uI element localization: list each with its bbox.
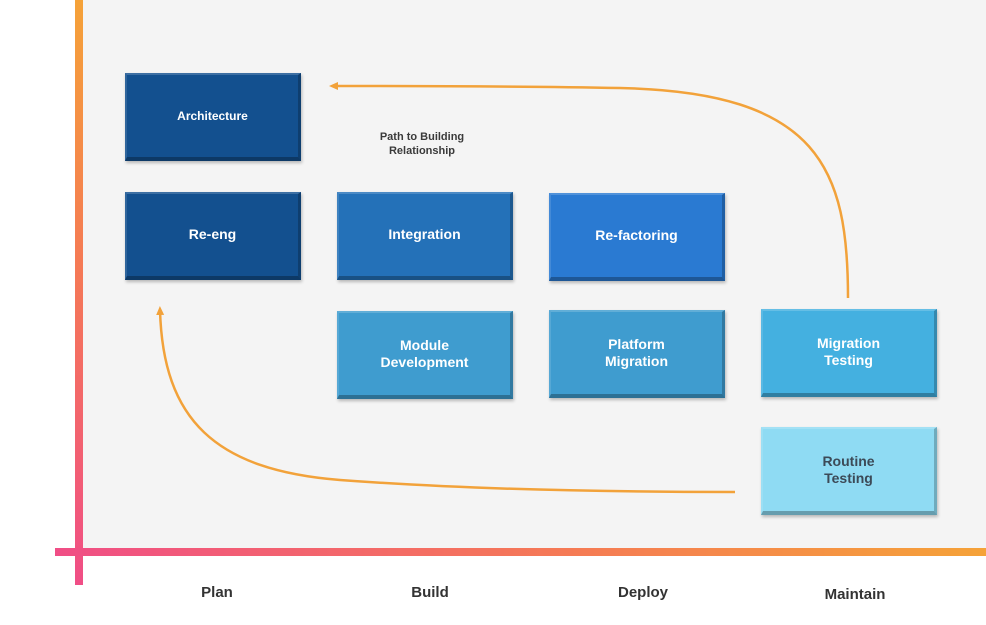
platform-migration-box: Platform Migration	[549, 310, 725, 398]
module-development-label: Module Development	[380, 336, 469, 371]
re-factoring-label: Re-factoring	[595, 227, 678, 244]
arrow-to-architecture	[329, 82, 850, 299]
phase-plan: Plan	[201, 584, 233, 601]
platform-migration-label: Platform Migration	[605, 335, 668, 370]
re-eng-box: Re-eng	[125, 192, 301, 280]
phase-deploy: Deploy	[617, 584, 668, 601]
re-eng-label: Re-eng	[188, 226, 237, 243]
architecture-box: Architecture	[125, 73, 301, 161]
arrow-to-re-eng	[156, 306, 736, 494]
re-factoring-box: Re-factoring	[549, 193, 725, 281]
migration-testing-label: Migration Testing	[817, 334, 880, 369]
horizontal-axis	[55, 548, 986, 556]
module-development-box: Module Development	[337, 311, 513, 399]
path-to-building-relationship-label: Path to Building Relationship	[379, 131, 465, 158]
vertical-axis	[75, 0, 83, 585]
architecture-label: Architecture	[177, 108, 248, 123]
migration-testing-box: Migration Testing	[761, 309, 937, 397]
integration-box: Integration	[337, 192, 513, 280]
integration-label: Integration	[388, 226, 461, 243]
phase-build: Build	[411, 584, 449, 601]
phase-maintain: Maintain	[824, 586, 886, 603]
routine-testing-label: Routine Testing	[822, 452, 875, 487]
routine-testing-box: Routine Testing	[761, 427, 937, 515]
